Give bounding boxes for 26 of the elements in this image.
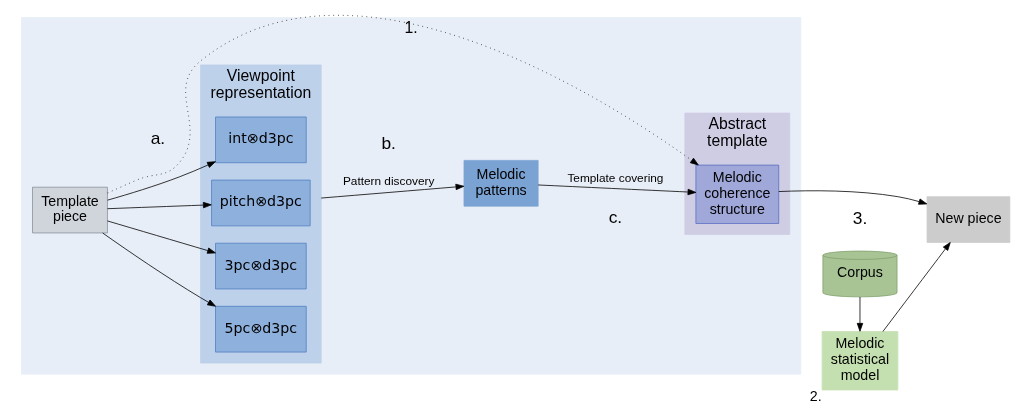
node-label: 2. bbox=[809, 388, 822, 405]
label: 3. bbox=[852, 207, 868, 228]
arrow bbox=[537, 184, 697, 196]
arrow bbox=[107, 201, 212, 210]
arrow bbox=[320, 183, 465, 199]
node-box: Melodic patterns bbox=[463, 160, 539, 207]
arrow bbox=[107, 220, 216, 254]
label: c. bbox=[608, 207, 623, 228]
arrow bbox=[107, 15, 699, 194]
arrow bbox=[856, 296, 864, 332]
node-box: int⊗d3pc bbox=[215, 116, 307, 164]
arrow bbox=[102, 232, 216, 307]
arrow bbox=[107, 161, 216, 201]
label: a. bbox=[150, 128, 166, 149]
node-box: Melodic statistical model bbox=[821, 331, 899, 391]
edge-label: Template covering bbox=[567, 171, 664, 186]
node-box: pitch⊗d3pc bbox=[211, 179, 311, 227]
edge-label: Pattern discovery bbox=[342, 173, 435, 188]
node-box: 5pc⊗d3pc bbox=[215, 305, 307, 353]
node-box: Template piece bbox=[32, 186, 108, 234]
node-box: New piece bbox=[926, 196, 1011, 243]
label: b. bbox=[381, 133, 396, 154]
arrow bbox=[778, 190, 928, 205]
node-box: 3pc⊗d3pc bbox=[215, 242, 307, 290]
arrow bbox=[882, 242, 951, 332]
node-box: Melodic coherence structure bbox=[695, 164, 780, 224]
